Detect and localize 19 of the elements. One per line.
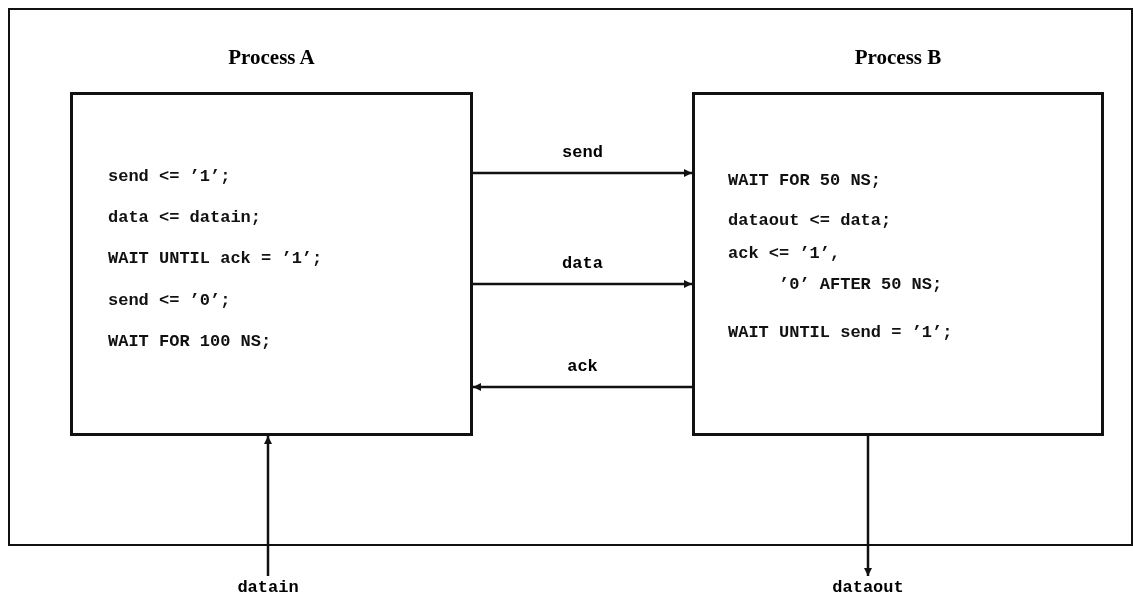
signal-label: datain <box>220 578 316 602</box>
code-line: data <= datain; <box>108 208 262 227</box>
code-line: send <= ’0’; <box>108 291 231 310</box>
code-line: WAIT UNTIL send = ’1’; <box>728 323 953 342</box>
arrow <box>473 383 692 391</box>
code-line: dataout <= data; <box>728 211 892 230</box>
process-title: Process B <box>853 45 943 70</box>
code-line: WAIT FOR 50 NS; <box>728 171 882 190</box>
code-line: ack <= ’1’, ’0’ AFTER 50 NS; <box>728 243 944 296</box>
arrow <box>264 436 272 576</box>
arrow <box>473 169 692 177</box>
code-line: send <= ’1’; <box>108 167 231 186</box>
arrow <box>473 280 692 288</box>
frame-box <box>8 8 1133 546</box>
arrow <box>864 436 872 576</box>
code-line: WAIT UNTIL ack = ’1’; <box>108 249 323 268</box>
code-line: WAIT FOR 100 NS; <box>108 332 272 351</box>
signal-label: dataout <box>815 578 921 602</box>
process-title: Process A <box>227 45 316 70</box>
